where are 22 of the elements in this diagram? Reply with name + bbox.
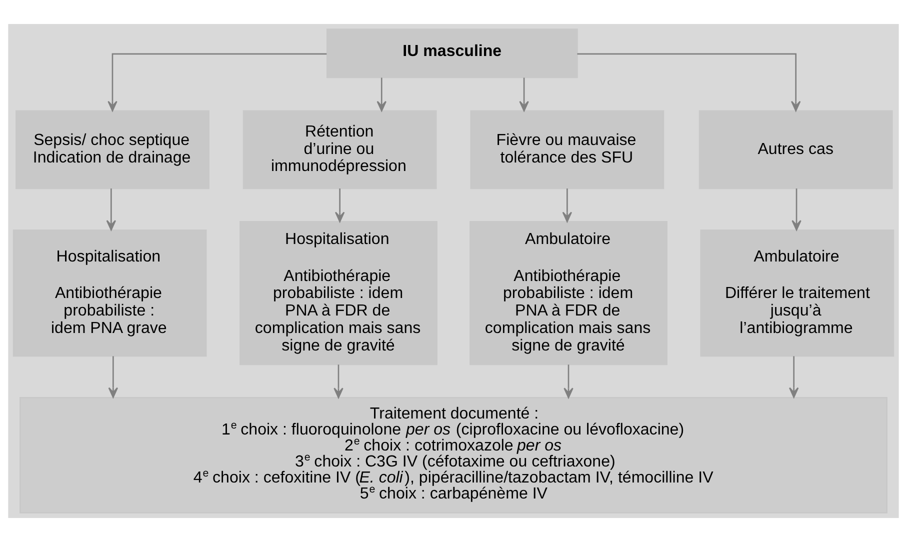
node-box: Rétention d’urine ou immunodépression — [242, 110, 437, 190]
arrow — [562, 188, 572, 222]
node-box: Hospitalisation Antibiothérapie probabiliste : idem PNA grave — [12, 230, 207, 357]
node-box: Ambulatoire Antibiothérapie probabiliste : idem PNA à FDR de complication mais sans signe de gravité — [470, 220, 668, 366]
node-box: Fièvre ou mauvaise tolérance des SFU — [470, 110, 664, 190]
node-box: Autres cas — [698, 110, 893, 190]
arrow — [376, 78, 386, 112]
arrow — [577, 53, 801, 112]
arrow — [334, 188, 345, 222]
node-box: Hospitalisation Antibiothérapie probabiliste : idem PNA à FDR de complication mais sans signe de gravité — [240, 220, 438, 366]
arrow — [106, 188, 116, 231]
arrow — [108, 356, 118, 398]
arrow — [564, 364, 574, 398]
node-box: Traitement documenté : 1$^{e}$ choix : fluoroquinolone per os (ciprofloxacine ou lévofloxacine) 2$^{e}$ choix : cotrimoxazole per os 3$^{e}$ choix : C3G IV (céfotaxime ou ceftriaxone) 4$^{e}$ choix : cefoxitine IV (E. coli), pipéracilline/tazobactam IV, témocilline IV 5$^{e}$ choix : carbapénème IV — [20, 396, 888, 514]
arrow — [519, 78, 529, 112]
arrow — [108, 53, 327, 112]
node-box: Sepsis/ choc septique Indication de drainage — [16, 110, 210, 190]
node-box: IU masculine — [326, 28, 578, 78]
arrow — [334, 364, 344, 398]
arrow — [788, 356, 799, 398]
arrow — [792, 188, 802, 231]
node-box: Ambulatoire Différer le traitement jusqu’à l’antibiogramme — [700, 230, 894, 357]
